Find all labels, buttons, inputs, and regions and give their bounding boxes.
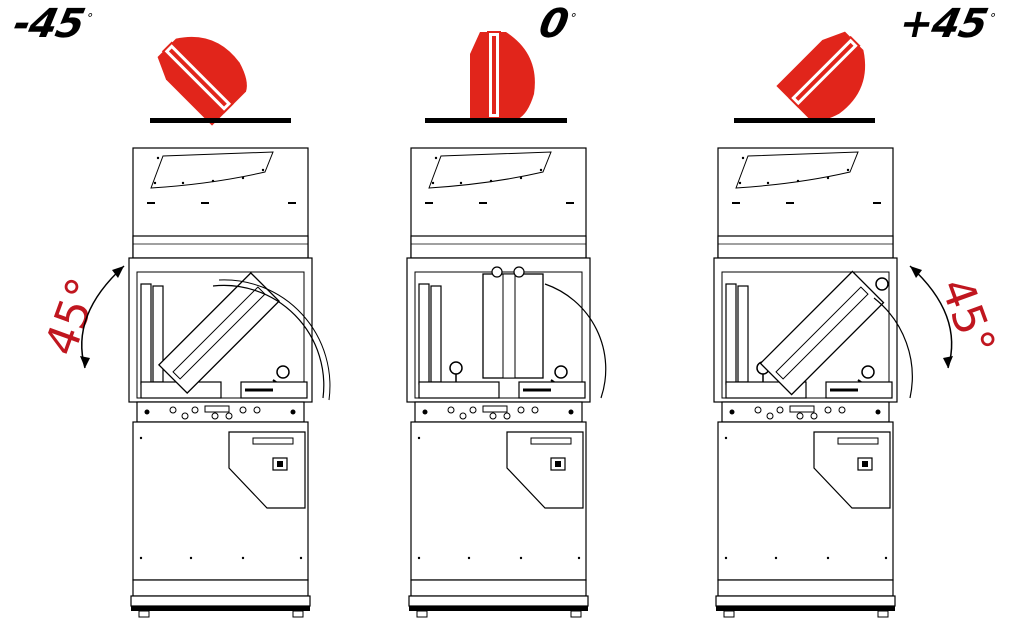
machine-plus-45 [712,146,913,619]
machine-zero [405,146,607,619]
table-line-minus-45 [150,118,291,123]
table-line-plus-45 [734,118,875,123]
rotation-arrow-left [80,265,125,369]
table-line-zero [425,118,567,123]
rotation-arrow-right [909,265,953,369]
machine-minus-45 [127,146,331,619]
blade-symbol-plus-45 [775,23,885,133]
blade-symbol-minus-45 [149,17,259,127]
blade-symbol-zero [469,31,536,120]
